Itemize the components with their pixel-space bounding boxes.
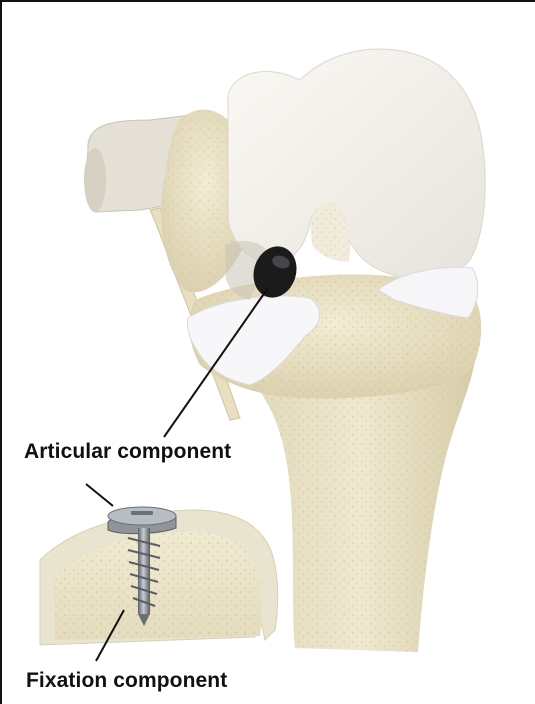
tibia-shaft xyxy=(250,360,475,652)
fixation-component-label: Fixation component xyxy=(26,669,227,693)
inset-articular-leader-line xyxy=(86,484,113,506)
articular-component-label: Articular component xyxy=(24,440,231,464)
implant-inset xyxy=(40,507,278,645)
femoral-condyles xyxy=(228,49,485,279)
